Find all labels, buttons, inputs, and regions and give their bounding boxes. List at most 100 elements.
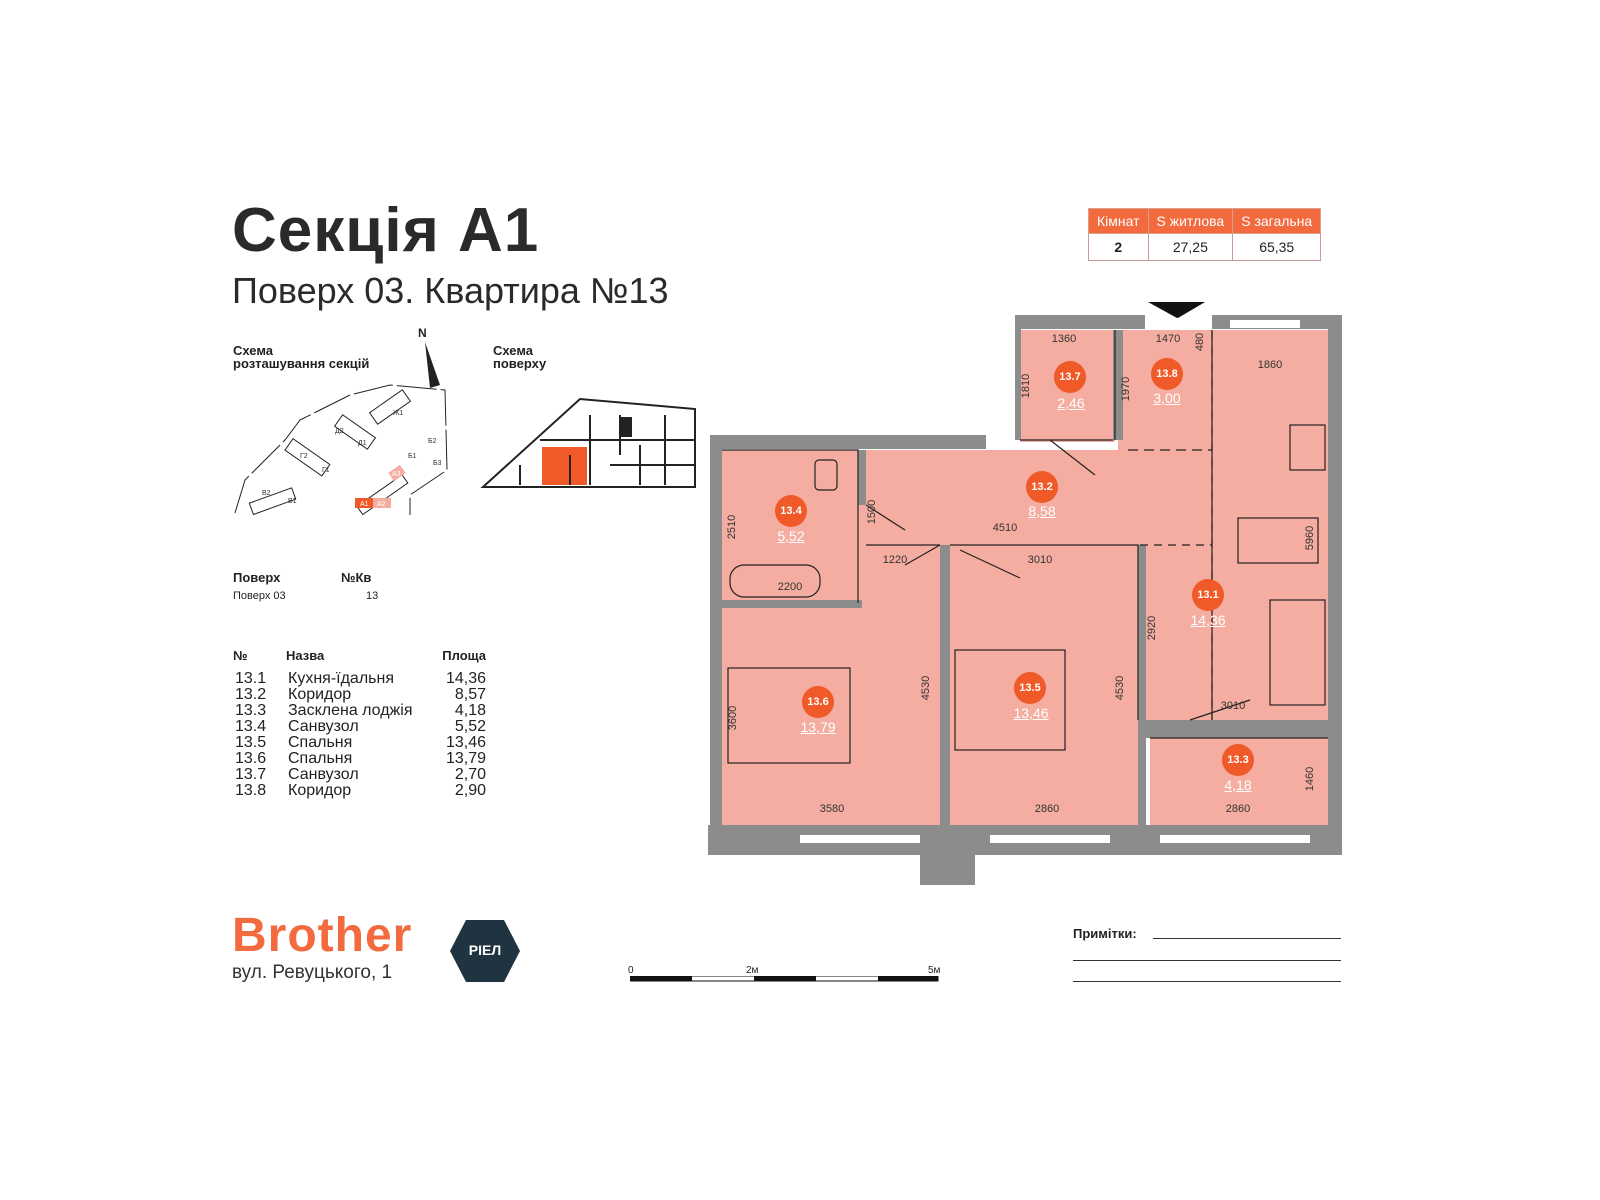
north-label: N: [418, 326, 427, 340]
dimension-label: 5960: [1304, 525, 1316, 551]
apartment-header: №Кв: [341, 570, 372, 585]
section-label: Ж1: [393, 410, 403, 417]
floor-header: Поверх: [233, 570, 281, 585]
room-name: Санвузол: [288, 718, 359, 735]
dimension-label: 3010: [1027, 554, 1053, 566]
dimension-label: 2200: [777, 581, 803, 593]
dimension-label: 2860: [1034, 803, 1060, 815]
room-area: 3,00: [1153, 390, 1181, 406]
col-area: Площа: [442, 648, 486, 663]
dimension-label: 1220: [882, 554, 908, 566]
rooms-table-row: 13.2 Коридор 8,57: [233, 686, 493, 703]
dimension-label: 2860: [1225, 803, 1251, 815]
header-total-area: S загальна: [1232, 208, 1322, 234]
room-number: 13.5: [235, 734, 267, 751]
section-label: В2: [262, 490, 271, 497]
room-badge: 13.6: [802, 686, 834, 718]
dimension-label: 1810: [1020, 373, 1032, 399]
dimension-label: 480: [1194, 332, 1206, 352]
notes-line: [1073, 960, 1341, 961]
section-label: Д1: [358, 440, 367, 447]
room-badge: 13.3: [1222, 744, 1254, 776]
room-name: Коридор: [288, 686, 352, 703]
dimension-label: 2920: [1146, 615, 1158, 641]
section-label: А3: [392, 471, 401, 478]
col-number: №: [233, 648, 248, 663]
section-label: Б2: [428, 438, 437, 445]
room-badge: 13.7: [1054, 361, 1086, 393]
dimension-label: 4530: [1114, 675, 1126, 701]
apartment-subtitle: Поверх 03. Квартира №13: [232, 270, 669, 311]
room-number: 13.8: [235, 782, 267, 799]
room-badge: 13.2: [1026, 471, 1058, 503]
address: вул. Ревуцького, 1: [232, 962, 393, 983]
room-name: Спальня: [288, 750, 353, 767]
section-label: А1: [360, 501, 369, 508]
total-area-value: 65,35: [1232, 233, 1322, 261]
dimension-label: 3580: [819, 803, 845, 815]
room-area: 2,90: [454, 782, 486, 799]
rooms-table-row: 13.7 Санвузол 2,70: [233, 766, 493, 783]
section-label: А2: [377, 501, 386, 508]
dimension-label: 4510: [992, 522, 1018, 534]
room-number: 13.4: [235, 718, 267, 735]
dimension-label: 1460: [1304, 766, 1316, 792]
room-name: Коридор: [288, 782, 352, 799]
dimension-label: 1360: [1051, 333, 1077, 345]
dimension-label: 1470: [1155, 333, 1181, 345]
notes-line: [1073, 981, 1341, 982]
section-label: В1: [288, 498, 297, 505]
rooms-table-row: 13.3 Засклена лоджія 4,18: [233, 702, 493, 719]
dimension-label: 1970: [1120, 376, 1132, 402]
room-name: Санвузол: [288, 766, 359, 783]
rooms-table-header: № Назва Площа: [233, 648, 493, 664]
room-badge: 13.4: [775, 495, 807, 527]
room-area: 8,58: [1028, 503, 1056, 519]
scheme-title-line: поверху: [493, 356, 547, 371]
room-number: 13.3: [235, 702, 267, 719]
section-title: Секція А1: [232, 196, 540, 265]
dimension-label: 1500: [866, 499, 878, 525]
section-label: Б3: [433, 460, 442, 467]
section-label: Г1: [322, 467, 330, 474]
room-area: 5,52: [777, 528, 805, 544]
section-label: Г2: [300, 453, 308, 460]
col-name: Назва: [286, 648, 325, 663]
scale-label: 2м: [746, 965, 759, 976]
scale-label: 5м: [928, 965, 941, 976]
header-rooms: Кімнат: [1088, 208, 1149, 234]
room-area: 14,36: [1190, 612, 1226, 628]
apartment-value: 13: [366, 590, 379, 602]
room-area: 4,18: [454, 702, 486, 719]
dimension-label: 4530: [920, 675, 932, 701]
riel-logo-text: РІЕЛ: [468, 942, 502, 958]
room-number: 13.6: [235, 750, 267, 767]
section-label: Б1: [408, 453, 417, 460]
dimension-label: 2510: [726, 514, 738, 540]
room-name: Спальня: [288, 734, 353, 751]
room-area: 13,46: [1013, 705, 1049, 721]
notes-label: Примітки:: [1073, 926, 1137, 941]
room-name: Кухня-їдальня: [288, 670, 394, 687]
north-arrow-icon: [425, 342, 440, 388]
room-area: 2,70: [454, 766, 486, 783]
room-area: 5,52: [454, 718, 486, 735]
floor-scheme-map: [480, 397, 696, 488]
room-number: 13.2: [235, 686, 267, 703]
room-number: 13.7: [235, 766, 267, 783]
room-area: 4,18: [1224, 777, 1252, 793]
room-area: 8,57: [454, 686, 486, 703]
room-name: Засклена лоджія: [288, 702, 413, 719]
floor-value: Поверх 03: [233, 590, 286, 602]
section-label: Д2: [335, 428, 344, 435]
room-badge: 13.8: [1151, 358, 1183, 390]
scheme-title-line: Схема: [493, 343, 534, 358]
